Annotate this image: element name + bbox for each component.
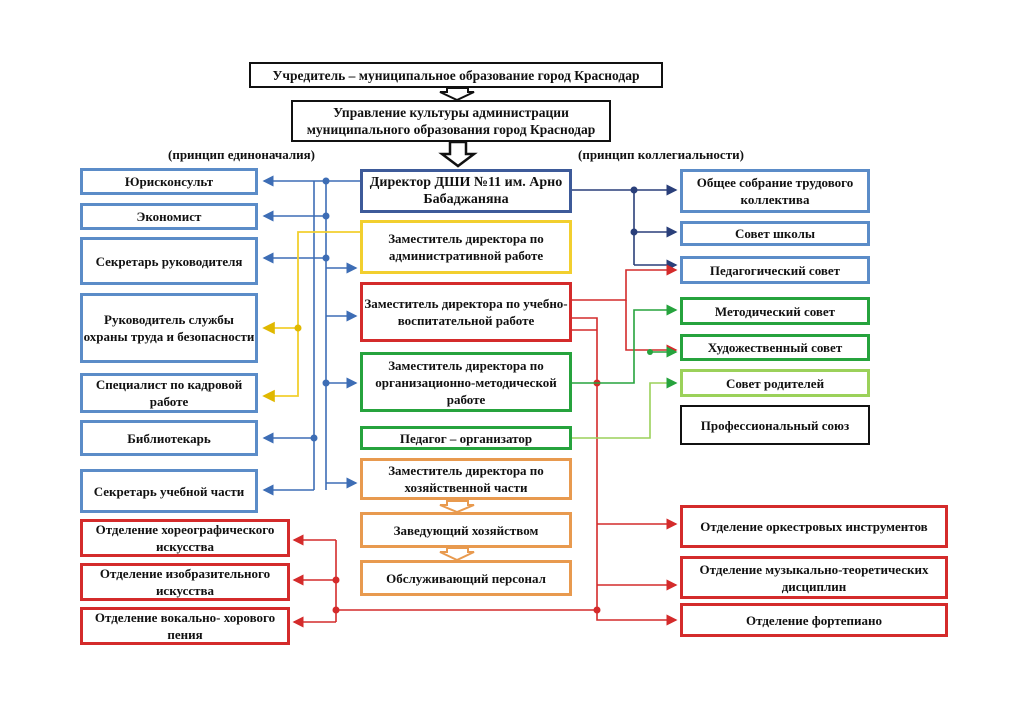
deputy-econ-box: Заместитель директора по хозяйственной ч… [360, 458, 572, 500]
art-council-box: Художественный совет [680, 334, 870, 361]
safety-head-box: Руководитель службы охраны труда и безоп… [80, 293, 258, 363]
culture-department-box: Управление культуры администрации муници… [291, 100, 611, 142]
founder-box: Учредитель – муниципальное образование г… [249, 62, 663, 88]
general-meeting-box: Общее собрание трудового коллектива [680, 169, 870, 213]
school-council-box: Совет школы [680, 221, 870, 246]
principle-unity-label: (принцип единоначалия) [168, 147, 315, 162]
lawyer-box: Юрисконсульт [80, 168, 258, 195]
organizer-box: Педагог – организатор [360, 426, 572, 450]
deputy-method-box: Заместитель директора по организационно-… [360, 352, 572, 412]
dept-choir-box: Отделение вокально- хорового пения [80, 607, 290, 645]
deputy-edu-box: Заместитель директора по учебно-воспитат… [360, 282, 572, 342]
hr-specialist-box: Специалист по кадровой работе [80, 373, 258, 413]
dept-art-box: Отделение изобразительного искусства [80, 563, 290, 601]
economist-box: Экономист [80, 203, 258, 230]
secretary-head-box: Секретарь руководителя [80, 237, 258, 285]
ped-council-box: Педагогический совет [680, 256, 870, 284]
union-box: Профессиональный союз [680, 405, 870, 445]
secretary-edu-box: Секретарь учебной части [80, 469, 258, 513]
dept-theory-box: Отделение музыкально-теоретических дисци… [680, 556, 948, 599]
dept-piano-box: Отделение фортепиано [680, 603, 948, 637]
method-council-box: Методический совет [680, 297, 870, 325]
head-household-box: Заведующий хозяйством [360, 512, 572, 548]
dept-choreo-box: Отделение хореографического искусства [80, 519, 290, 557]
service-staff-box: Обслуживающий персонал [360, 560, 572, 596]
director-box: Директор ДШИ №11 им. Арно Бабаджаняна [360, 169, 572, 213]
principle-collegial-label: (принцип коллегиальности) [578, 147, 744, 162]
deputy-admin-box: Заместитель директора по административно… [360, 220, 572, 274]
dept-orchestra-box: Отделение оркестровых инструментов [680, 505, 948, 548]
parents-council-box: Совет родителей [680, 369, 870, 397]
librarian-box: Библиотекарь [80, 420, 258, 456]
